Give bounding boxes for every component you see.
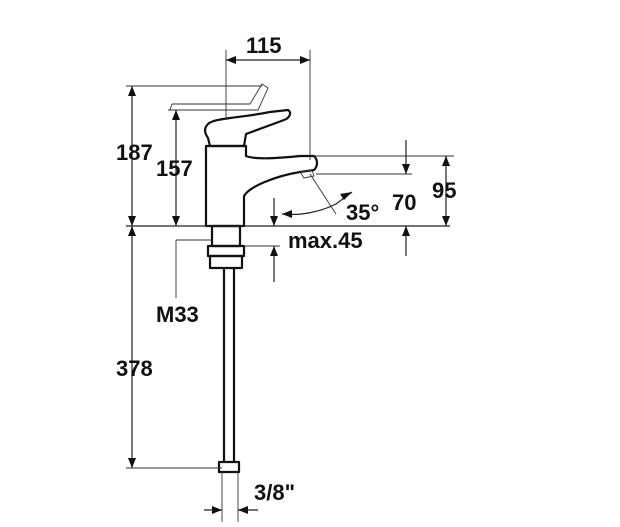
dim-max45-label: max.45 xyxy=(288,228,363,253)
dimension-378: 378 xyxy=(116,226,222,469)
dimension-95: 95 xyxy=(314,155,456,226)
mounting-nut xyxy=(206,244,246,258)
dimension-70: 70 xyxy=(316,140,416,256)
dim-115-label: 115 xyxy=(246,33,282,58)
dim-3-8-label: 3/8" xyxy=(254,480,295,505)
lever-handle xyxy=(203,108,292,148)
dim-378-label: 378 xyxy=(116,356,153,381)
spout-aerator xyxy=(299,169,315,179)
dimension-115: 115 xyxy=(225,33,311,160)
dim-157-label: 157 xyxy=(156,156,193,181)
dimension-35-degree: 35° xyxy=(281,173,379,225)
dimension-187: 187 xyxy=(116,85,262,226)
dim-m33-label: M33 xyxy=(156,302,199,327)
dim-70-label: 70 xyxy=(392,190,416,215)
hose-fitting xyxy=(217,460,241,474)
shank xyxy=(210,224,242,248)
dim-187-label: 187 xyxy=(116,140,153,165)
dim-35-label: 35° xyxy=(346,200,379,225)
faucet-body xyxy=(169,83,319,474)
mounting-nut-lower xyxy=(208,254,244,270)
dimension-max45: max.45 xyxy=(244,198,363,282)
label-m33-leader: M33 xyxy=(156,239,212,327)
faucet-column xyxy=(204,144,319,228)
dim-95-label: 95 xyxy=(432,178,456,203)
dimension-157: 157 xyxy=(156,109,210,226)
dimension-3-8-inch: 3/8" xyxy=(204,472,295,522)
lever-handle-raised-outline xyxy=(169,83,269,111)
